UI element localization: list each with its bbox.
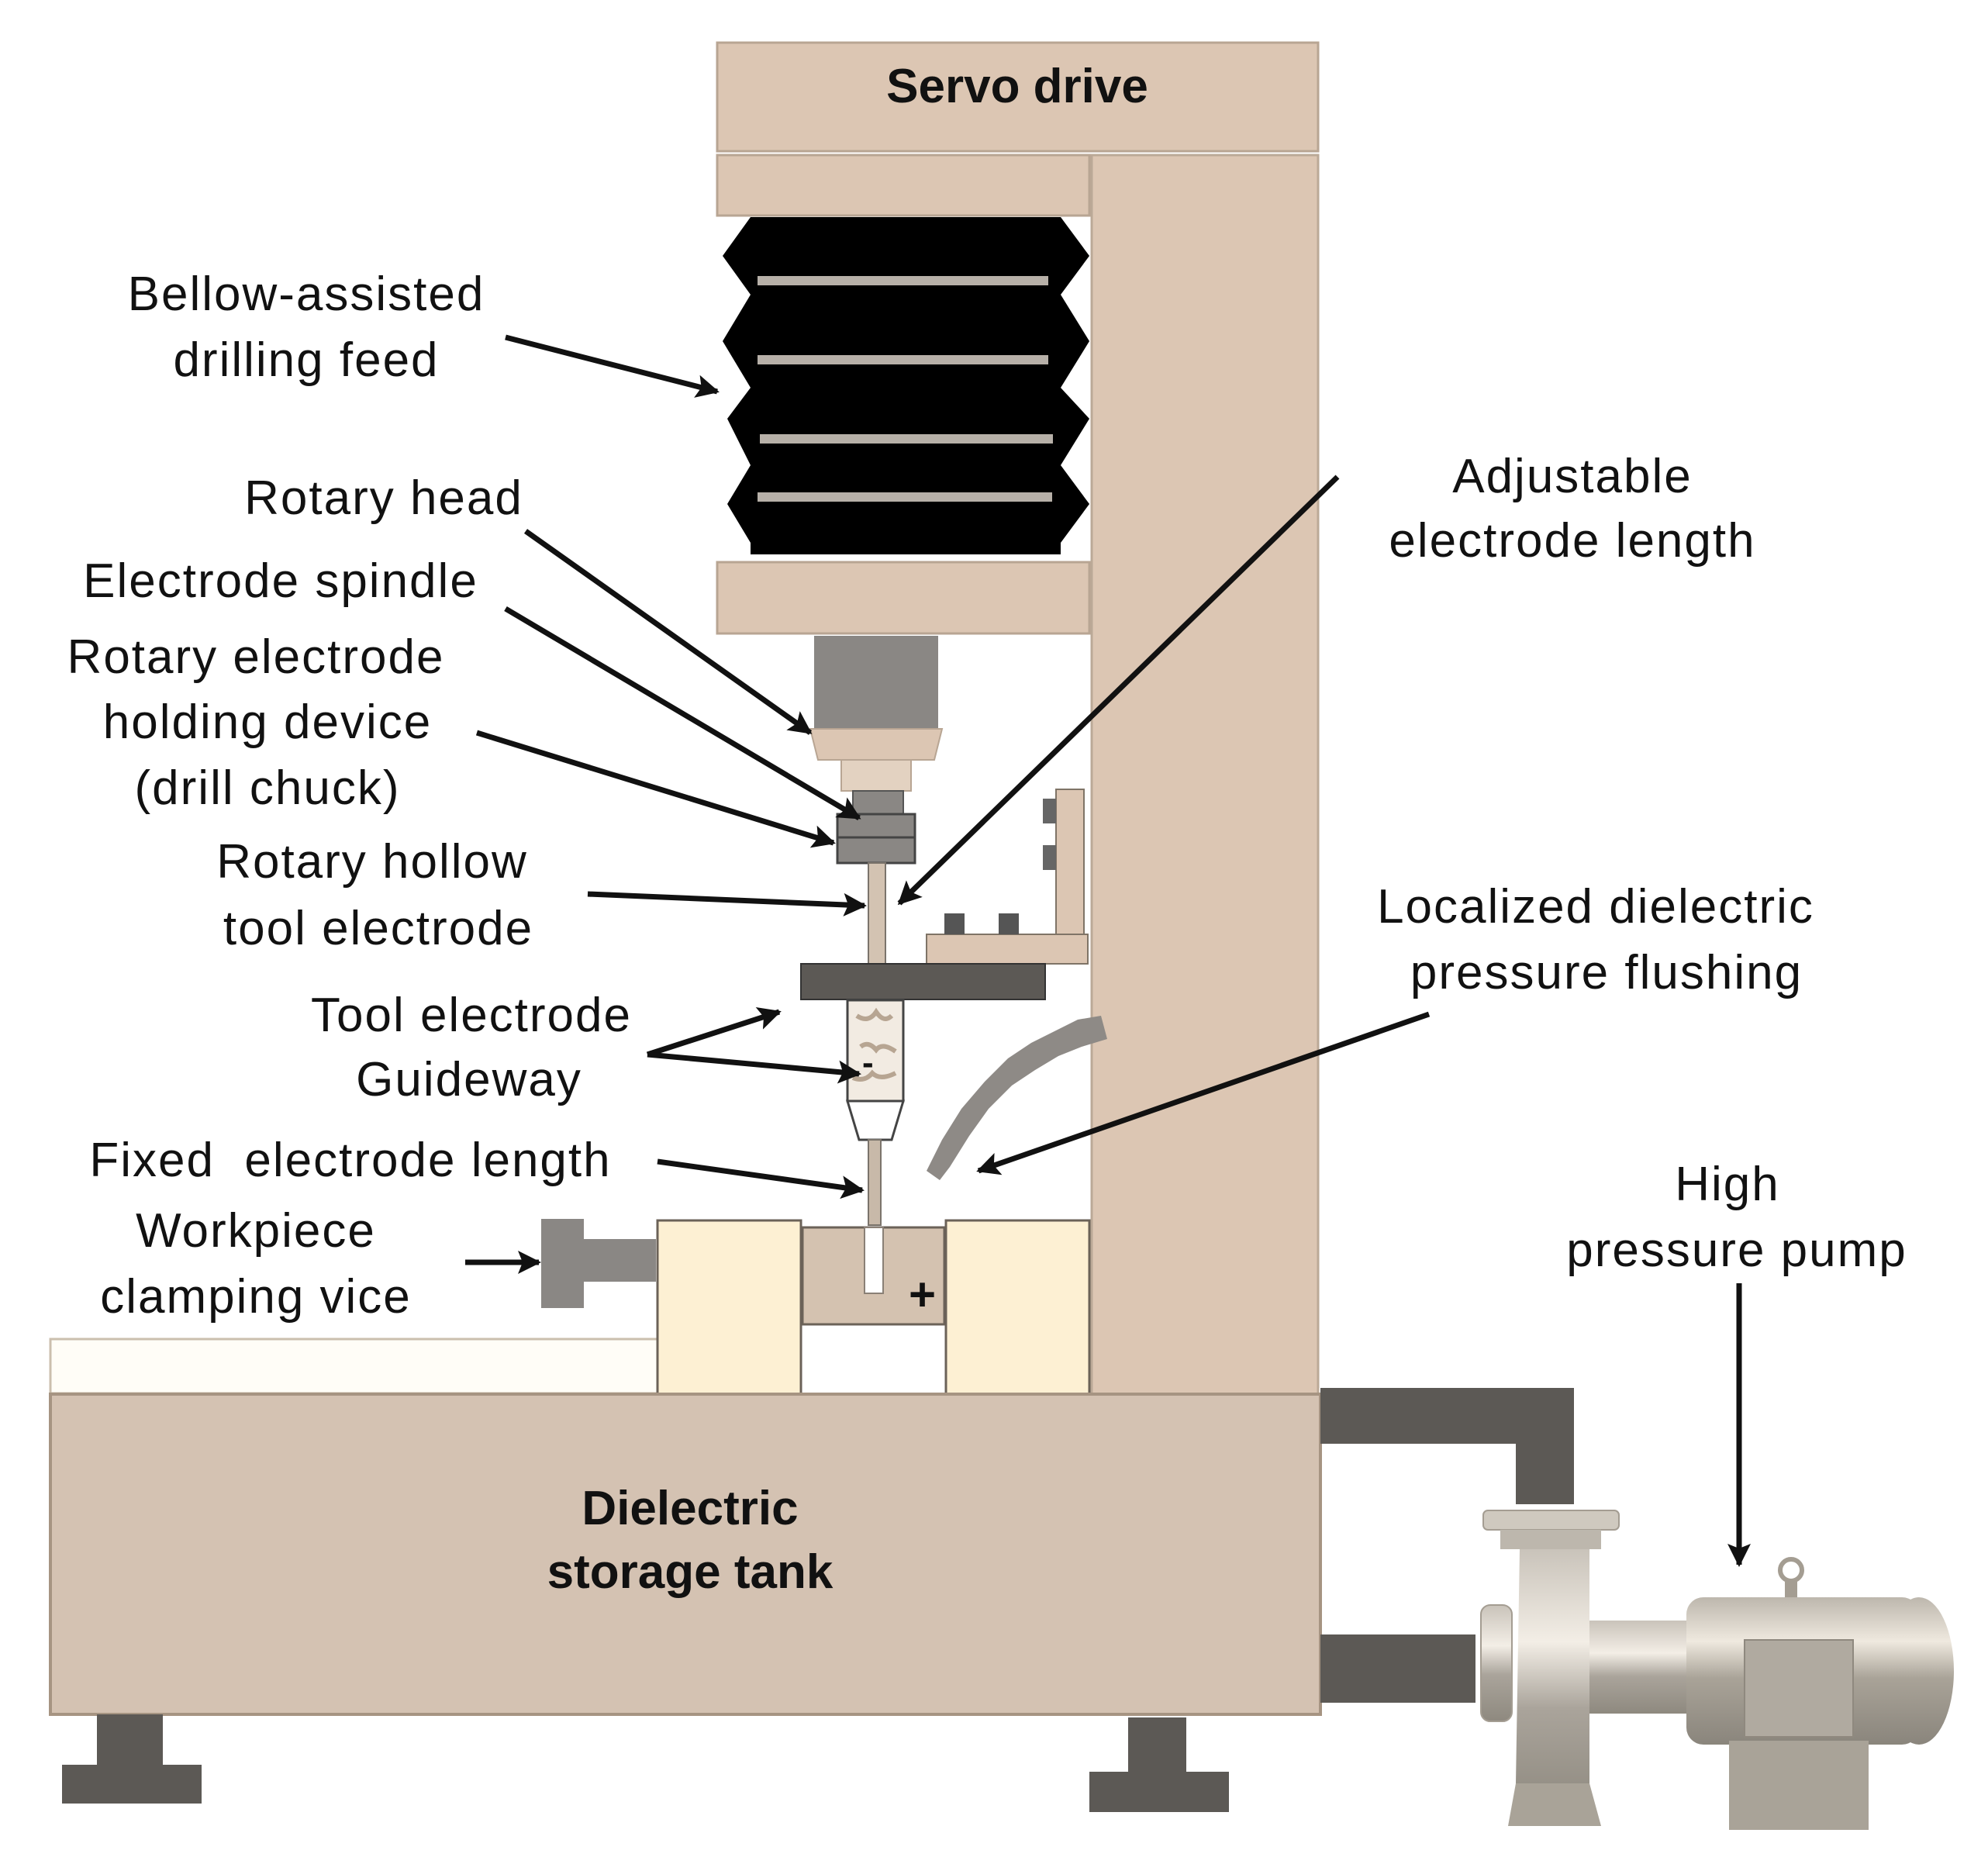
tool-electrode-guideway: - [845,999,906,1141]
leader-bellow [505,334,720,398]
leader-chuck [475,730,836,848]
base-rail [49,1338,661,1395]
rotary-head [814,636,938,729]
drill-chuck-bottom [836,836,916,865]
label-adjustable-line1: Adjustable [1452,450,1693,503]
tank-leg [1128,1717,1186,1772]
inlet-pipe [1320,1634,1475,1703]
rotary-head-assembly [809,636,944,865]
label-guideway-line2: Guideway [356,1053,582,1106]
label-bellow-line2: drilling feed [173,333,439,387]
label-bellow-line1: Bellow-assisted [128,268,485,321]
outlet-pipe [1320,1388,1574,1504]
label-hollow-line1: Rotary hollow [216,835,528,889]
leader-electrode-spindle [504,606,861,821]
guide-plate [800,963,1046,1000]
leader-flushing [976,1011,1431,1175]
tank-leg [97,1714,163,1765]
spindle-nut [852,790,904,816]
label-electrode-spindle: Electrode spindle [83,554,478,608]
vice-jaw-right [944,1219,1091,1396]
dielectric-tank: Dielectric storage tank [49,1393,1322,1812]
bracket-bolt [944,913,965,934]
label-chuck-line1: Rotary electrode [67,630,445,684]
fixed-electrode-rod [868,1139,882,1226]
bellow-top-plate [716,154,1091,217]
leader-rotary-head [523,529,813,735]
machine-column [1090,154,1320,1397]
vice-screw-handle [541,1219,584,1308]
workpiece-polarity: + [909,1269,936,1320]
high-pressure-pump [1480,1510,1954,1830]
label-guideway-line1: Tool electrode [311,989,632,1042]
bellow-bottom-plate [716,561,1091,635]
leader-guideway-up [646,1007,782,1058]
label-flushing-line1: Localized dielectric [1377,880,1814,934]
label-hollow-line2: tool electrode [223,902,533,955]
label-flushing-line2: pressure flushing [1410,946,1803,999]
bellow-feed-unit [723,217,1089,554]
label-vice-line1: Workpiece [136,1204,376,1258]
annotation-labels: Bellow-assisted drilling feed Rotary hea… [67,268,1907,1567]
leader-fixed-length [657,1158,865,1200]
dielectric-pipes [1320,1388,1574,1703]
label-chuck-line2: holding device [103,696,432,749]
drilled-hole [864,1227,884,1294]
vice-screw [584,1239,656,1282]
leader-hollow [587,891,867,916]
flushing-nozzle [927,1016,1107,1180]
bracket-bolt [999,913,1019,934]
servo-drive-label: Servo drive [886,60,1148,113]
label-vice-line2: clamping vice [100,1270,412,1324]
rotary-head-collar [809,728,944,761]
tank-foot [62,1765,202,1804]
tank-label-line2: storage tank [547,1545,834,1599]
bracket-bolt [1043,799,1056,823]
tank-label-line1: Dielectric [582,1482,798,1535]
servo-drive-block [716,41,1320,153]
hollow-tool-electrode [868,862,886,972]
machine-frame [716,41,1320,1397]
lifting-eye [1778,1557,1804,1583]
vice-gap [802,1326,944,1394]
bracket-bolt [1043,845,1056,870]
leader-adjustable [897,475,1340,906]
electrode-spindle [840,759,912,792]
adjust-bracket [926,789,1089,965]
tank-foot [1089,1772,1229,1812]
leader-guideway-down [647,1051,861,1084]
vice-jaw-left [656,1219,802,1396]
label-fixed-length: Fixed electrode length [89,1134,611,1187]
tool-polarity: - [862,1044,874,1082]
drill-chuck-top [836,813,916,839]
label-chuck-line3: (drill chuck) [135,761,401,815]
label-rotary-head: Rotary head [244,471,523,525]
label-pump-line1: High [1675,1158,1780,1211]
label-adjustable-line2: electrode length [1389,514,1755,568]
label-pump-line2: pressure pump [1566,1224,1907,1277]
guideway-nozzle [845,1099,906,1141]
